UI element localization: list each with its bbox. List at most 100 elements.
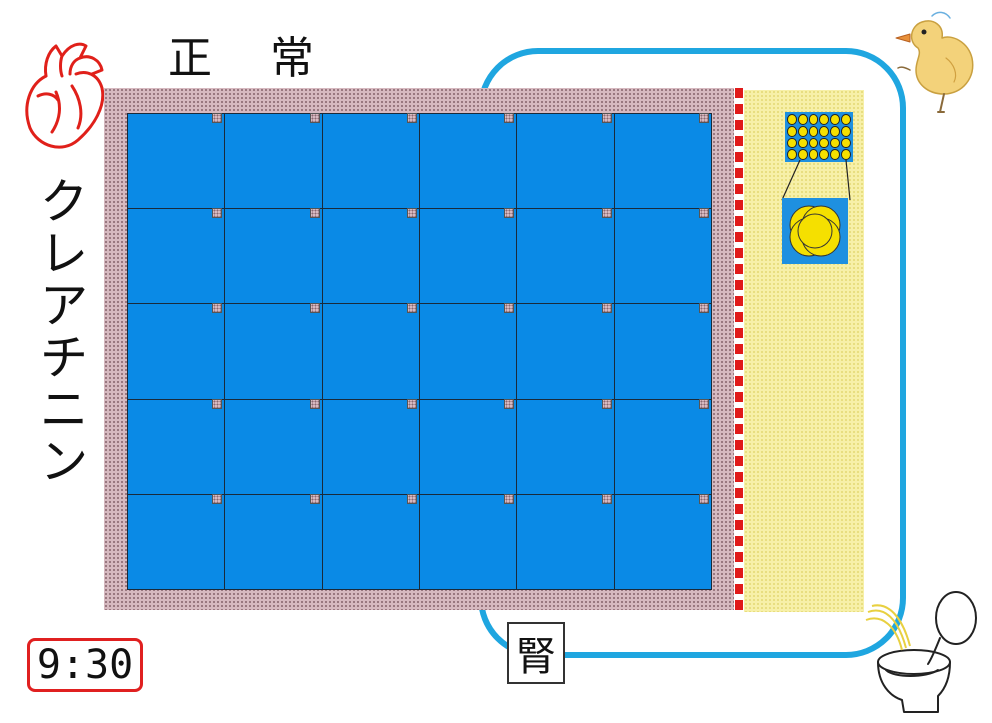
cell-junction bbox=[407, 399, 417, 409]
cell-junction bbox=[699, 303, 709, 313]
filter-dot bbox=[809, 126, 819, 137]
substance-char: ニ bbox=[40, 384, 88, 436]
cell-junction bbox=[504, 399, 514, 409]
cell-junction bbox=[602, 303, 612, 313]
tissue-cell bbox=[516, 303, 614, 399]
tissue-cell bbox=[322, 399, 420, 495]
tissue-cell bbox=[322, 303, 420, 399]
filter-dot bbox=[787, 126, 797, 137]
substance-char: ア bbox=[40, 280, 88, 332]
tissue-cell bbox=[419, 494, 517, 590]
filter-dot bbox=[819, 114, 829, 125]
tissue-cell bbox=[516, 494, 614, 590]
tissue-cell bbox=[127, 303, 225, 399]
substance-char: レ bbox=[40, 228, 88, 280]
filter-dot bbox=[841, 126, 851, 137]
filter-dot bbox=[809, 138, 819, 149]
duck-icon bbox=[888, 8, 984, 116]
cell-junction bbox=[212, 208, 222, 218]
tissue-cell bbox=[322, 113, 420, 209]
filter-dot bbox=[841, 149, 851, 160]
substance-char: ク bbox=[40, 176, 88, 228]
cell-junction bbox=[699, 494, 709, 504]
tissue-cell bbox=[614, 113, 712, 209]
tissue-cell bbox=[516, 208, 614, 304]
clock-display: 9:30 bbox=[27, 638, 143, 692]
cell-junction bbox=[407, 208, 417, 218]
cell-junction bbox=[310, 303, 320, 313]
cell-junction bbox=[602, 208, 612, 218]
tissue-cell bbox=[516, 113, 614, 209]
tissue-cell bbox=[127, 113, 225, 209]
zoom-connector bbox=[780, 160, 852, 202]
tissue-cell bbox=[419, 208, 517, 304]
filter-dot bbox=[830, 149, 840, 160]
cell-junction bbox=[407, 113, 417, 123]
filter-dot bbox=[798, 114, 808, 125]
tissue-cell bbox=[224, 303, 322, 399]
cell-junction bbox=[310, 399, 320, 409]
cell-junction bbox=[310, 113, 320, 123]
cell-junction bbox=[407, 303, 417, 313]
tissue-cell bbox=[419, 399, 517, 495]
filter-dot bbox=[798, 138, 808, 149]
cell-junction bbox=[504, 113, 514, 123]
filter-dot bbox=[798, 149, 808, 160]
substance-label: ク レ ア チ ニ ン bbox=[36, 176, 92, 488]
substance-char: ン bbox=[40, 436, 88, 488]
tissue-cell bbox=[419, 113, 517, 209]
tissue-cell bbox=[322, 494, 420, 590]
cell-junction bbox=[602, 494, 612, 504]
cell-junction bbox=[504, 208, 514, 218]
filter-dot bbox=[787, 114, 797, 125]
filter-dot bbox=[819, 149, 829, 160]
filtration-membrane bbox=[735, 88, 743, 616]
filter-dot bbox=[841, 138, 851, 149]
filter-dot bbox=[798, 126, 808, 137]
filter-cell-icon bbox=[782, 198, 848, 264]
cell-junction bbox=[504, 494, 514, 504]
filter-dot bbox=[787, 138, 797, 149]
tissue-cell bbox=[614, 208, 712, 304]
cell-junction bbox=[602, 113, 612, 123]
substance-char: チ bbox=[40, 332, 88, 384]
heart-icon bbox=[16, 36, 116, 156]
cell-junction bbox=[212, 494, 222, 504]
cell-junction bbox=[310, 208, 320, 218]
cell-junction bbox=[212, 113, 222, 123]
page-title: 正 常 bbox=[168, 22, 336, 86]
filter-dot bbox=[819, 138, 829, 149]
tissue-cell bbox=[614, 303, 712, 399]
cell-junction bbox=[699, 208, 709, 218]
filter-dot bbox=[787, 149, 797, 160]
organ-label: 腎 bbox=[507, 622, 565, 684]
tissue-cell bbox=[224, 494, 322, 590]
filter-dot bbox=[830, 126, 840, 137]
cell-junction bbox=[602, 399, 612, 409]
tissue-cell bbox=[419, 303, 517, 399]
tissue-cell bbox=[224, 113, 322, 209]
cell-junction bbox=[212, 303, 222, 313]
filter-dot bbox=[809, 114, 819, 125]
filter-dot bbox=[841, 114, 851, 125]
tissue-cell bbox=[127, 208, 225, 304]
filter-dot bbox=[830, 138, 840, 149]
tissue-cell bbox=[224, 399, 322, 495]
cell-junction bbox=[504, 303, 514, 313]
toilet-icon bbox=[862, 588, 988, 716]
cell-junction bbox=[310, 494, 320, 504]
filter-dot bbox=[809, 149, 819, 160]
cell-junction bbox=[699, 113, 709, 123]
tissue-cell bbox=[322, 208, 420, 304]
cell-junction bbox=[699, 399, 709, 409]
tissue-cell bbox=[516, 399, 614, 495]
cell-junction bbox=[212, 399, 222, 409]
tissue-cell bbox=[127, 494, 225, 590]
cell-junction bbox=[407, 494, 417, 504]
cell-grid bbox=[127, 113, 711, 589]
tissue-cell bbox=[224, 208, 322, 304]
filter-grid bbox=[785, 112, 853, 162]
tissue-cell bbox=[614, 494, 712, 590]
filter-dot bbox=[819, 126, 829, 137]
filter-dot bbox=[830, 114, 840, 125]
